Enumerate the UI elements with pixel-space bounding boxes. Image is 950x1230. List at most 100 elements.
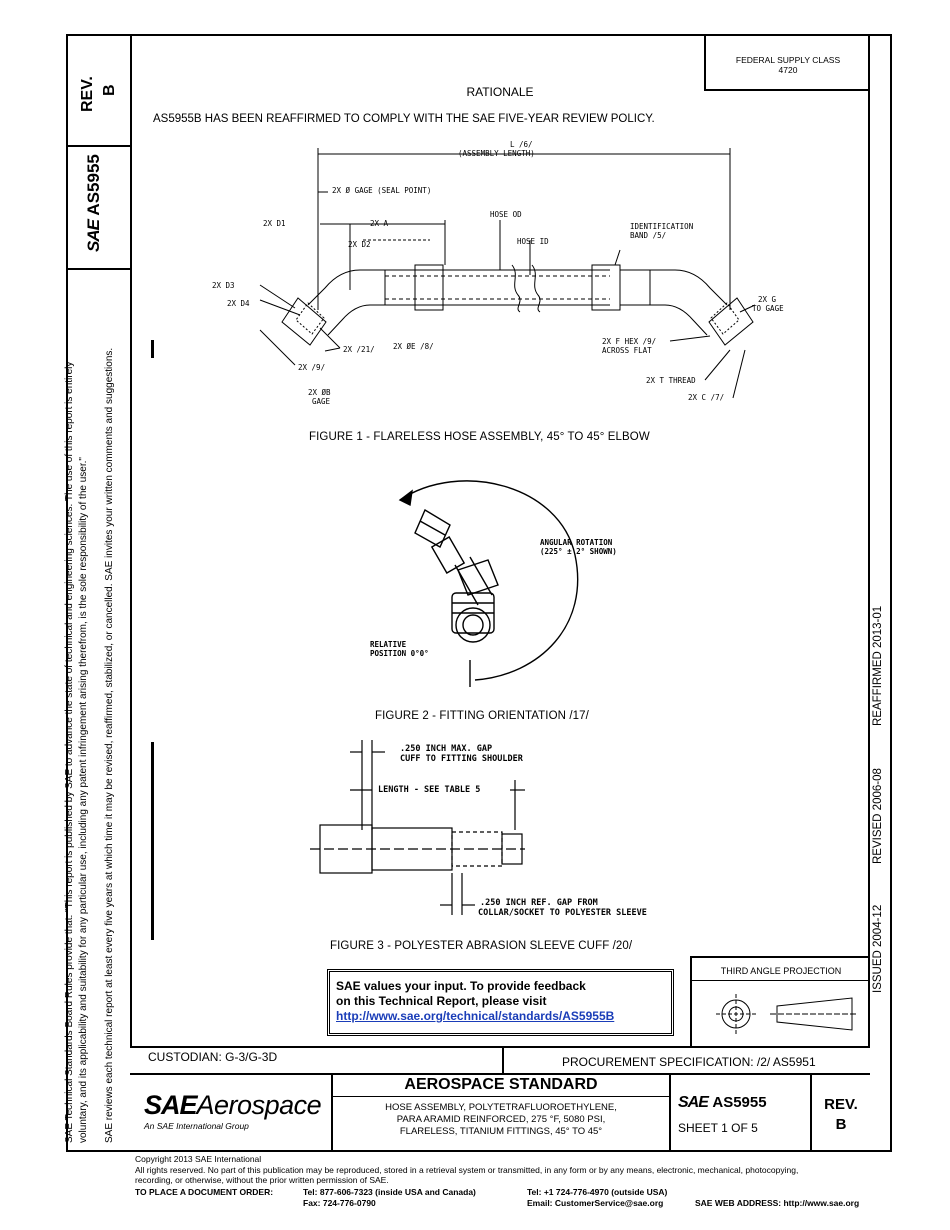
page-border [66, 34, 892, 1152]
fig1-f-hex-label-1: 2X F HEX /9/ [602, 337, 657, 346]
third-angle-projection-icon [716, 994, 858, 1034]
fig1-e-label: 2X ØE /8/ [393, 342, 434, 351]
figure2-caption: FIGURE 2 - FITTING ORIENTATION /17/ [375, 710, 589, 722]
figure3-caption: FIGURE 3 - POLYESTER ABRASION SLEEVE CUF… [330, 940, 633, 952]
sheet-divider [810, 1074, 812, 1152]
logo-divider [331, 1074, 333, 1152]
figure3-drawing: .250 INCH MAX. GAP CUFF TO FITTING SHOUL… [310, 740, 700, 920]
change-bar-2 [151, 742, 154, 940]
procurement-divider [502, 1046, 504, 1074]
title-doc-number-block: SAE AS5955 [678, 1094, 767, 1112]
fig1-9-label: 2X /9/ [298, 363, 326, 372]
fig1-ident-band-label-2: BAND /5/ [630, 231, 667, 240]
fig1-a-label: 2X A [370, 219, 389, 228]
change-bar-1 [151, 340, 154, 358]
title-rev-value: B [835, 1116, 847, 1133]
fig1-c-label: 2X C /7/ [688, 393, 725, 402]
procurement-bottom [130, 1073, 870, 1075]
sheet-number: SHEET 1 OF 5 [678, 1121, 758, 1135]
fig3-ref-gap-label-1: .250 INCH REF. GAP FROM [480, 898, 598, 908]
figure2-drawing: ANGULAR ROTATION (225° ± 2° SHOWN) RELAT… [360, 465, 620, 690]
footer-rights-1: All rights reserved. No part of this pub… [135, 1164, 799, 1175]
feedback-box: SAE values your input. To provide feedba… [327, 969, 674, 1036]
footer-fax: Fax: 724-776-0790 [303, 1198, 376, 1208]
fig1-gage-seal-label: 2X Ø GAGE (SEAL POINT) [332, 186, 432, 195]
docnum-box-divider [66, 268, 130, 270]
fig2-relative-label-2: POSITION 0°0° [370, 649, 429, 658]
title-row: SAEAerospace An SAE International Group … [130, 1074, 870, 1152]
hose-assembly-drawing-icon [259, 148, 756, 399]
fig3-length-label: LENGTH - SEE TABLE 5 [378, 785, 481, 795]
title-doc-number: AS5955 [712, 1094, 767, 1111]
abrasion-sleeve-cuff-drawing-icon [310, 740, 525, 915]
legal-text-line2: voluntary, and its applicability and sui… [78, 457, 89, 1143]
fig1-ident-band-label-1: IDENTIFICATION [630, 222, 694, 231]
desc-line2: PARA ARAMID REINFORCED, 275 °F, 5080 PSI… [396, 1114, 606, 1125]
left-column-divider [130, 34, 132, 1048]
aerospace-standard-title: AEROSPACE STANDARD [404, 1076, 598, 1093]
title-block-top [130, 1046, 870, 1048]
federal-supply-class-label: FEDERAL SUPPLY CLASS [735, 55, 841, 65]
fig1-b-gage-label-2: GAGE [312, 397, 331, 406]
fig1-d4-label: 2X D4 [227, 299, 250, 308]
footer-rights-2: recording, or otherwise, without the pri… [135, 1175, 389, 1185]
footer-email: Email: CustomerService@sae.org [527, 1198, 664, 1208]
title-divider [669, 1074, 671, 1152]
footer-copyright: Copyright 2013 SAE International [135, 1154, 262, 1164]
right-column-divider [868, 34, 870, 1048]
legal-text-line1: SAE Technical Standards Board Rules prov… [64, 361, 75, 1143]
fig1-g-label-2: TO GAGE [752, 304, 784, 313]
figure1-drawing: L /6/ (ASSEMBLY LENGTH) 2X Ø GAGE (SEAL … [200, 140, 810, 420]
sae-logo-mark-icon: SAE [144, 1090, 198, 1120]
legal-text-line3: SAE reviews each technical report at lea… [104, 347, 115, 1143]
fig1-f-hex-label-2: ACROSS FLAT [602, 346, 652, 355]
projection-divider [692, 980, 870, 981]
fig2-angular-label-1: ANGULAR ROTATION [540, 538, 613, 547]
fig1-21-label: 2X /21/ [343, 345, 375, 354]
header-doc-number: AS5955 [84, 154, 103, 216]
fig1-d2-label: 2X D2 [348, 240, 371, 249]
fig1-t-thread-label: 2X T THREAD [646, 376, 696, 385]
fig3-ref-gap-label-2: COLLAR/SOCKET TO POLYESTER SLEEVE [478, 908, 647, 918]
sae-aerospace-logo: SAEAerospace [144, 1090, 322, 1121]
standard-description: HOSE ASSEMBLY, POLYTETRAFLUOROETHYLENE, … [333, 1102, 669, 1138]
fig3-gap-label-1: .250 INCH MAX. GAP [400, 744, 493, 754]
rationale-title: RATIONALE [466, 85, 534, 99]
fig1-b-gage-label-1: 2X ØB [308, 388, 331, 397]
rationale-text: AS5955B HAS BEEN REAFFIRMED TO COMPLY WI… [153, 113, 655, 125]
header-doc-number-block: SAE AS5955 [84, 154, 104, 252]
header-rev-label: REV. [79, 76, 96, 112]
custodian-text: CUSTODIAN: G-3/G-3D [148, 1050, 278, 1064]
footer-order-label: TO PLACE A DOCUMENT ORDER: [135, 1187, 274, 1197]
title-rev-label: REV. [824, 1096, 858, 1113]
title-sae-logo-icon: SAE [678, 1094, 709, 1111]
revised-date: REVISED 2006-08 [872, 768, 884, 864]
feedback-line1: SAE values your input. To provide feedba… [336, 979, 586, 993]
footer-tel-usa: Tel: 877-606-7323 (inside USA and Canada… [303, 1187, 476, 1197]
fig3-gap-label-2: CUFF TO FITTING SHOULDER [400, 754, 523, 764]
fig1-hose-od-label: HOSE OD [490, 210, 522, 219]
reaffirmed-date: REAFFIRMED 2013-01 [872, 605, 884, 726]
footer-tel-outside: Tel: +1 724-776-4970 (outside USA) [527, 1187, 668, 1197]
federal-supply-class-value: 4720 [778, 65, 798, 75]
fitting-orientation-drawing-icon [398, 480, 579, 687]
footer: Copyright 2013 SAE International All rig… [135, 1154, 915, 1186]
fig1-length-label: L /6/ [510, 140, 533, 149]
federal-supply-class-box: FEDERAL SUPPLY CLASS 4720 [704, 34, 870, 91]
fig1-hose-id-label: HOSE ID [517, 237, 549, 246]
sae-logo-icon: SAE [84, 220, 103, 252]
footer-web: SAE WEB ADDRESS: http://www.sae.org [695, 1198, 860, 1208]
desc-line1: HOSE ASSEMBLY, POLYTETRAFLUOROETHYLENE, [385, 1102, 617, 1113]
issued-date: ISSUED 2004-12 [872, 904, 884, 993]
projection-label: THIRD ANGLE PROJECTION [720, 966, 842, 976]
title-underline [333, 1096, 669, 1097]
fig1-d3-label: 2X D3 [212, 281, 235, 290]
fig1-assembly-length-label: (ASSEMBLY LENGTH) [458, 149, 535, 158]
third-angle-projection-box: THIRD ANGLE PROJECTION [690, 956, 870, 1048]
figure1-caption: FIGURE 1 - FLARELESS HOSE ASSEMBLY, 45° … [309, 431, 650, 443]
aerospace-wordmark: Aerospace [196, 1090, 322, 1120]
feedback-line2: on this Technical Report, please visit [336, 994, 547, 1008]
feedback-link[interactable]: http://www.sae.org/technical/standards/A… [336, 1009, 615, 1023]
sae-group-text: An SAE International Group [144, 1121, 249, 1131]
fig1-g-label-1: 2X G [758, 295, 777, 304]
